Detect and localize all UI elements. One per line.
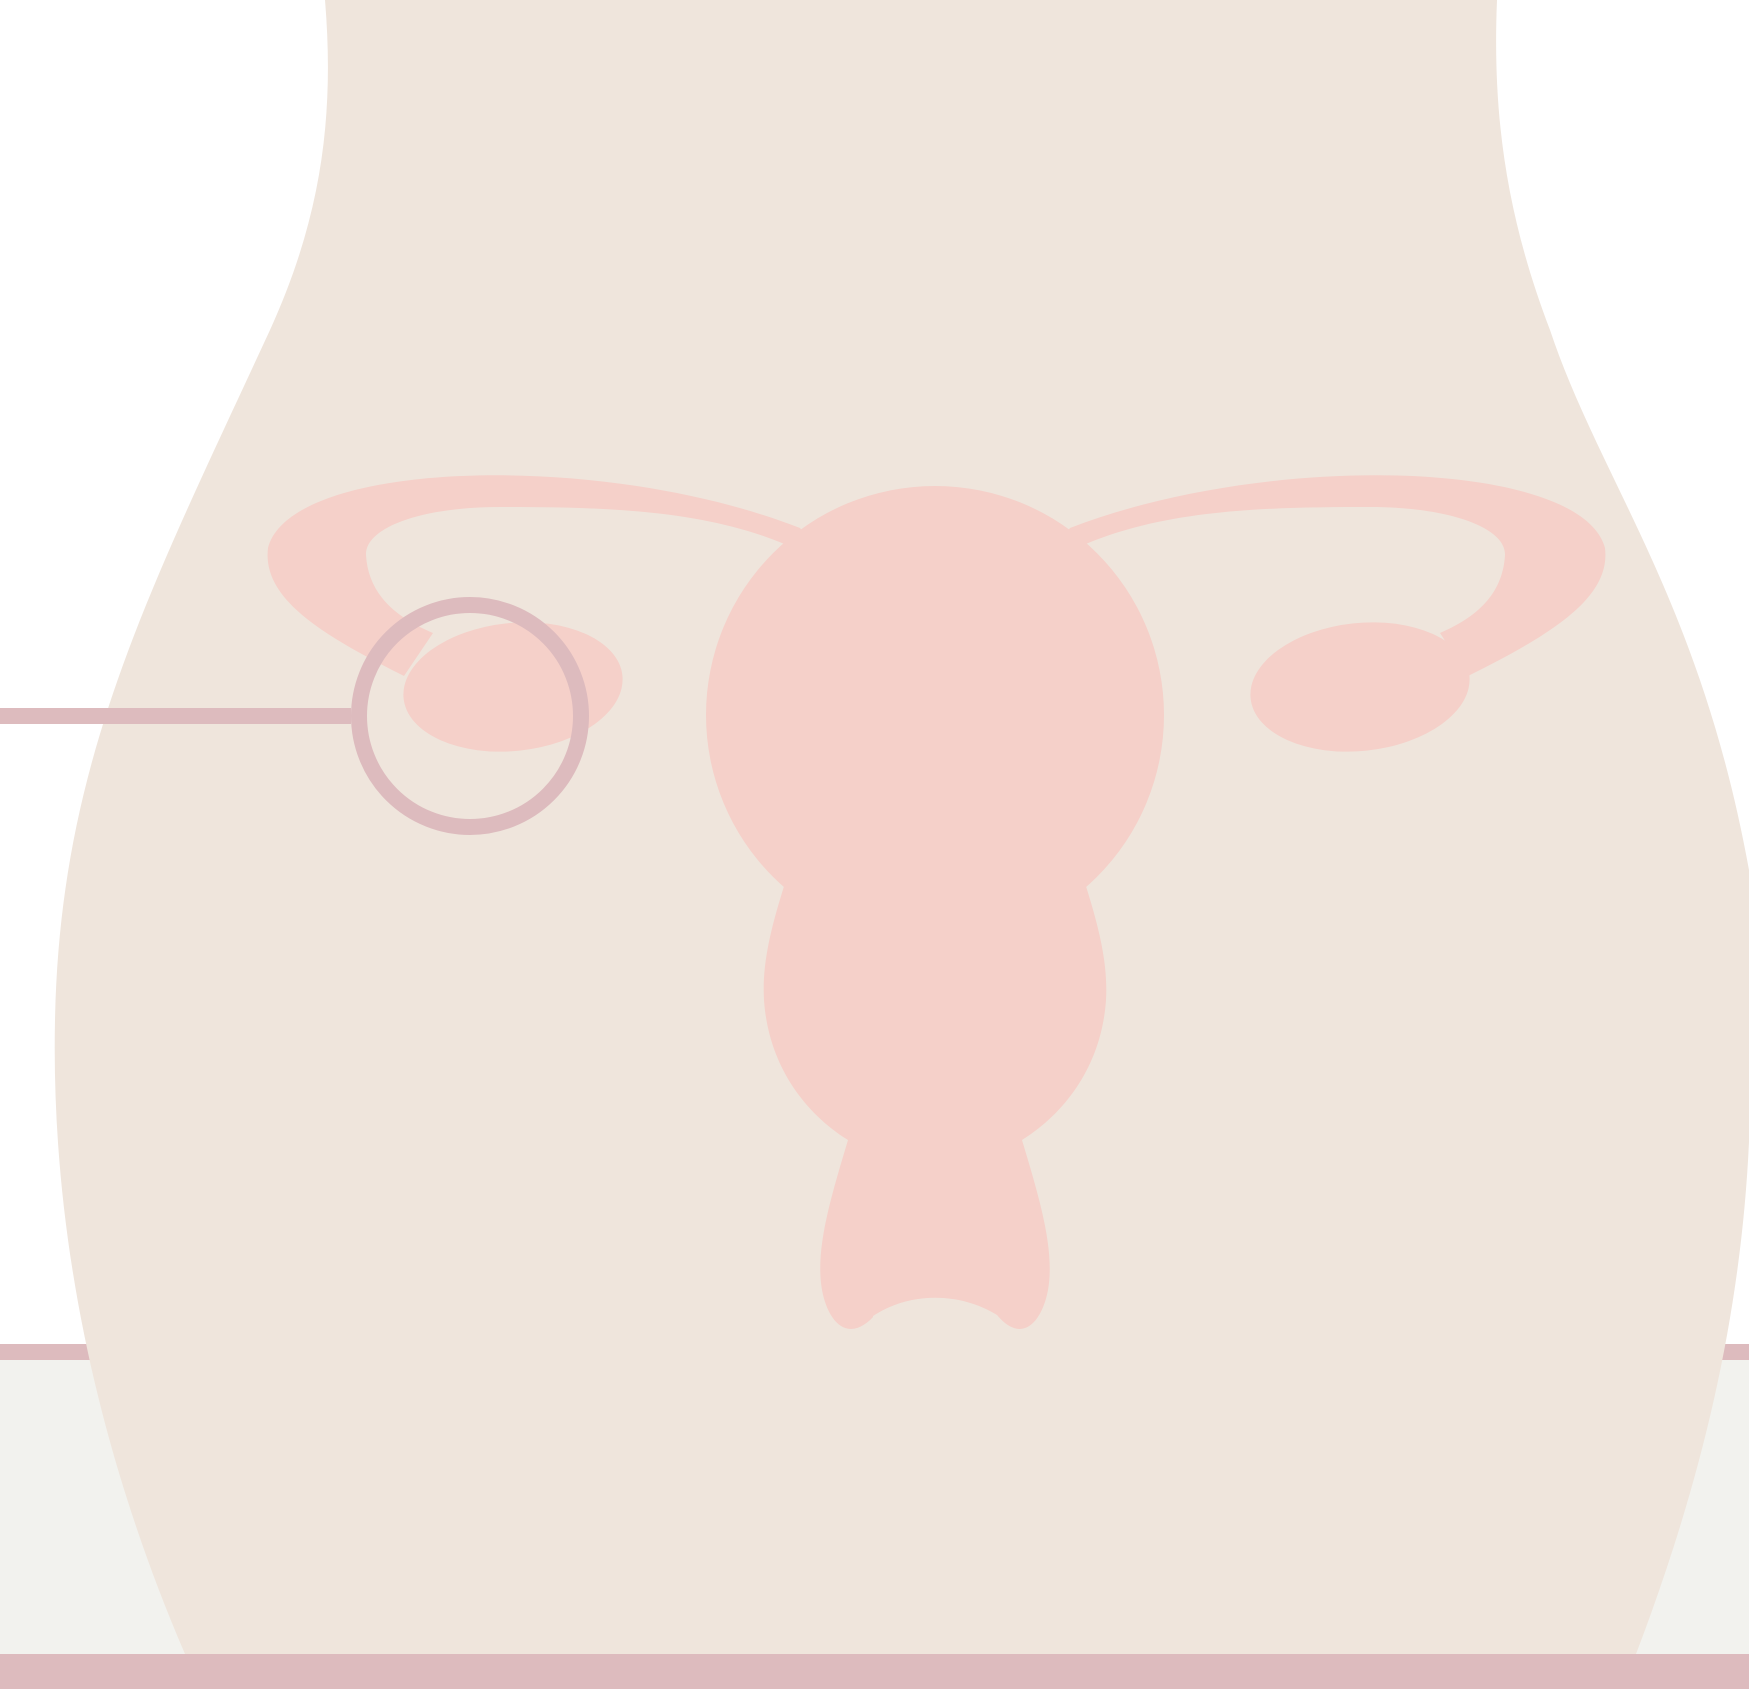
base-bar — [0, 1654, 1749, 1689]
uterus-body — [706, 486, 1164, 944]
